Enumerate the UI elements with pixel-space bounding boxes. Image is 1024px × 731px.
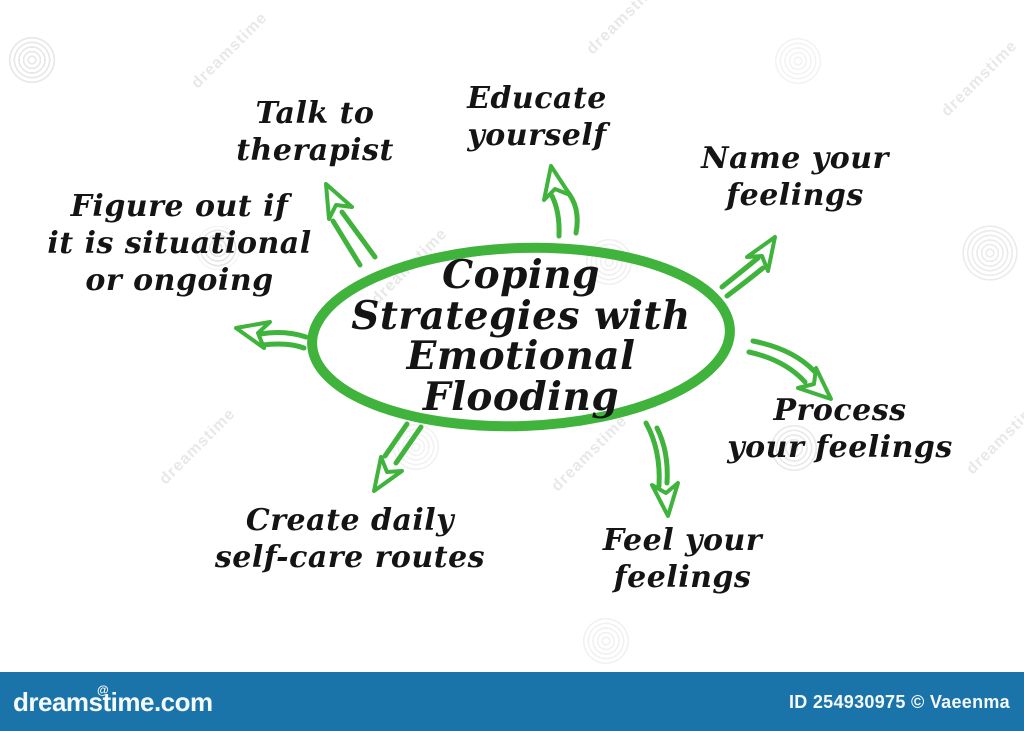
arrow-process-your-feelings	[746, 338, 833, 401]
arrow-feel-your-feelings	[643, 420, 680, 518]
diagram-title: Coping Strategies with Emotional Floodin…	[351, 252, 691, 420]
arrow-figure-out	[234, 320, 309, 351]
center-ellipse	[307, 242, 735, 432]
diagram-artwork	[234, 164, 833, 518]
arrow-name-your-feelings	[719, 235, 777, 299]
strategy-label-talk-to-therapist: Talk to therapist	[236, 96, 394, 169]
strategy-label-process-your-feelings: Process your feelings	[727, 393, 953, 466]
arrow-create-daily	[372, 421, 424, 493]
arrow-talk-to-therapist	[324, 182, 378, 268]
strategy-label-create-daily-routes: Create daily self-care routes	[214, 503, 486, 576]
image-id-credit: ID 254930975 © Vaeenma	[788, 692, 1010, 712]
strategy-label-name-your-feelings: Name your feelings	[701, 141, 889, 214]
arrow-educate-yourself	[542, 164, 580, 239]
dreamstime-logo: dreamstime.com	[13, 687, 213, 717]
watermark-bar: dreamstime.com @ ID 254930975 © Vaeenma	[0, 672, 1024, 731]
strategy-label-figure-out: Figure out if it is situational or ongoi…	[47, 189, 312, 299]
logo-spiral-icon: @	[97, 683, 109, 697]
strategy-label-educate-yourself: Educate yourself	[467, 81, 607, 154]
strategy-label-feel-your-feelings: Feel your feelings	[602, 523, 763, 596]
